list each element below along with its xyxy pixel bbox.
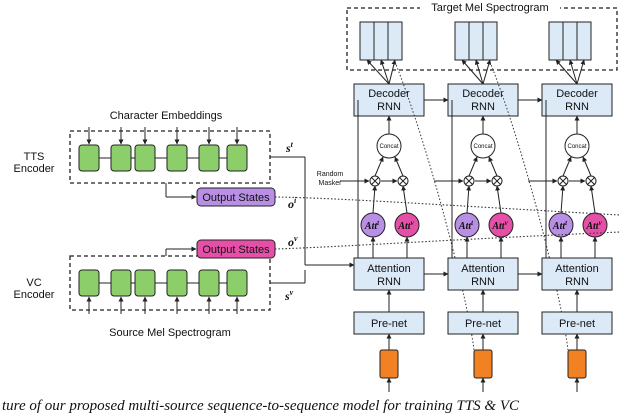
vc-encoder-label-1: VC bbox=[26, 277, 41, 289]
decoder-input bbox=[379, 349, 399, 379]
target-frame-cell bbox=[454, 21, 470, 61]
attention-rnn-block bbox=[447, 257, 519, 291]
attention-rnn-label: RNN bbox=[565, 276, 589, 288]
target-frame-cell bbox=[387, 21, 403, 61]
tts-encoder-label-1: TTS bbox=[24, 151, 45, 163]
target-frame-cell bbox=[548, 21, 564, 61]
tts-cell bbox=[198, 144, 220, 172]
vc-cell bbox=[110, 269, 132, 297]
target-frame-cell bbox=[576, 21, 592, 61]
tts-cell bbox=[166, 144, 188, 172]
decoder-rnn-label: Decoder bbox=[462, 88, 504, 100]
target-mel-title: Target Mel Spectrogram bbox=[431, 2, 548, 14]
concat-label: Concat bbox=[567, 144, 586, 150]
target-frames bbox=[359, 21, 592, 61]
vc-cell bbox=[198, 269, 220, 297]
concat-label: Concat bbox=[473, 144, 492, 150]
prenet-label: Pre-net bbox=[371, 318, 407, 330]
att-v-label: Attv bbox=[585, 219, 602, 232]
attention-rnn-label: Attention bbox=[555, 263, 598, 275]
att-t-label: Attt bbox=[552, 219, 568, 232]
tts-encoder-label-2: Encoder bbox=[14, 163, 55, 175]
concat-label: Concat bbox=[379, 144, 398, 150]
tts-cell bbox=[226, 144, 248, 172]
vc-output-states-label: Output States bbox=[202, 244, 270, 256]
target-frame-cell bbox=[373, 21, 389, 61]
att-t-label: Attt bbox=[458, 219, 474, 232]
att-v-label: Attv bbox=[491, 219, 508, 232]
tts-cell bbox=[78, 144, 100, 172]
o-v-label: ov bbox=[288, 234, 298, 249]
decoder-rnn-label: Decoder bbox=[556, 88, 598, 100]
figure-caption: ture of our proposed multi-source sequen… bbox=[2, 398, 520, 414]
decoder-rnn-block bbox=[541, 83, 613, 117]
random-masker-label-2: Masker bbox=[319, 180, 343, 187]
decoder-input bbox=[473, 349, 493, 379]
target-frame-cell bbox=[482, 21, 498, 61]
tts-output-states-label: Output States bbox=[202, 192, 270, 204]
attention-rnn-label: Attention bbox=[367, 263, 410, 275]
tts-encoder-cells bbox=[78, 127, 248, 172]
random-masker-label-1: Random bbox=[317, 171, 344, 178]
attention-rnn-label: RNN bbox=[377, 276, 401, 288]
target-frame-cell bbox=[562, 21, 578, 61]
o-i-label: oi bbox=[288, 196, 297, 211]
vc-cell bbox=[226, 269, 248, 297]
decoder-rnn-label: RNN bbox=[565, 101, 589, 113]
vc-cell bbox=[78, 269, 100, 297]
target-frame-cell bbox=[468, 21, 484, 61]
prenet-label: Pre-net bbox=[465, 318, 501, 330]
decoder-rnn-block bbox=[447, 83, 519, 117]
vc-cell bbox=[134, 269, 156, 297]
char-embeddings-label: Character Embeddings bbox=[110, 110, 223, 122]
prenet-label: Pre-net bbox=[559, 318, 595, 330]
att-t-label: Attt bbox=[364, 219, 380, 232]
decoder-rnn-label: RNN bbox=[377, 101, 401, 113]
vc-encoder-cells bbox=[78, 269, 248, 314]
att-v-label: Attv bbox=[397, 219, 414, 232]
attention-rnn-label: RNN bbox=[471, 276, 495, 288]
vc-encoder-label-2: Encoder bbox=[14, 289, 55, 301]
attention-rnn-label: Attention bbox=[461, 263, 504, 275]
decoder-rnn-label: RNN bbox=[471, 101, 495, 113]
s-t-label: st bbox=[285, 140, 294, 155]
decoder-rnn-label: Decoder bbox=[368, 88, 410, 100]
source-mel-label: Source Mel Spectrogram bbox=[109, 327, 231, 339]
target-frame-cell bbox=[359, 21, 375, 61]
tts-cell bbox=[110, 144, 132, 172]
tts-cell bbox=[134, 144, 156, 172]
s-v-label: sv bbox=[284, 288, 294, 303]
vc-cell bbox=[166, 269, 188, 297]
decoder-input bbox=[567, 349, 587, 379]
